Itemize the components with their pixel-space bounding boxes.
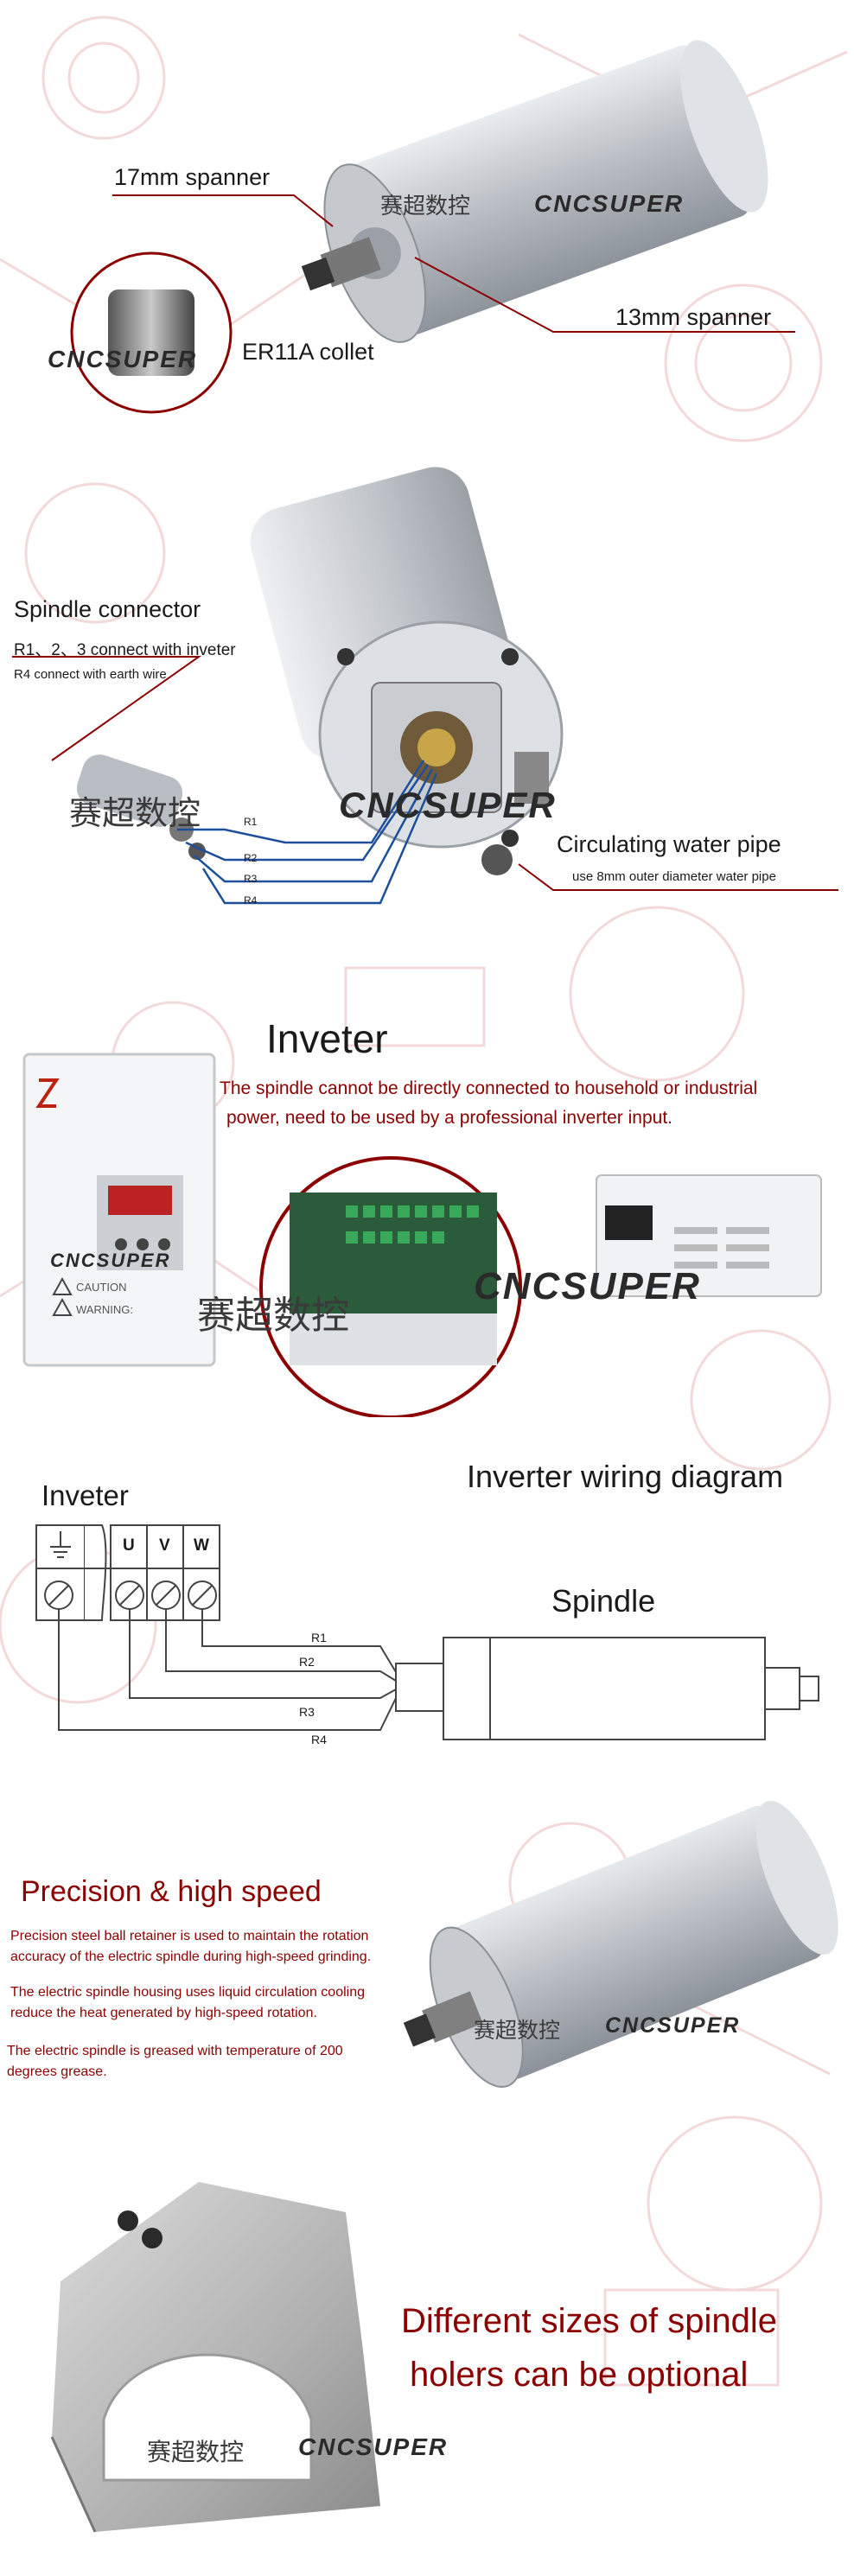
wiring-title: Inverter wiring diagram [467, 1459, 784, 1494]
wiring-spindle-label: Spindle [551, 1583, 656, 1619]
watermark-brand: CNCSUPER [48, 346, 198, 372]
wiring-diagram [35, 1524, 819, 1740]
connector-title: Spindle connector [14, 596, 201, 622]
watermark-brand-zh: 赛超数控 [147, 2438, 245, 2466]
watermark-brand-zh: 赛超数控 [380, 194, 471, 219]
label-17mm-spanner: 17mm spanner [114, 164, 271, 190]
spindle-connector-illustration [12, 467, 838, 905]
collet-image [108, 289, 194, 376]
inverter-title: Inveter [266, 1016, 388, 1061]
watermark-brand: CNCSUPER [534, 190, 685, 217]
watermark-brand-zh: 赛超数控 [197, 1294, 349, 1338]
connector-wires [177, 760, 438, 905]
precision-p3-line1: The electric spindle is greased with tem… [7, 2044, 343, 2058]
inverter-line1: The spindle cannot be directly connected… [220, 1078, 758, 1098]
inverter-unit [22, 1053, 216, 1367]
watermark-brand: CNCSUPER [474, 1265, 701, 1307]
terminal-board [290, 1193, 497, 1365]
terminal-w-label: W [194, 1536, 209, 1555]
watermark-brand: CNCSUPER [298, 2433, 449, 2460]
connector-wire-label: R2 [244, 852, 258, 864]
spindle-parts-illustration [70, 40, 795, 414]
watermark-brand-zh: 赛超数控 [69, 794, 201, 832]
watermark-brand-zh: 赛超数控 [474, 2018, 561, 2043]
precision-p3-line2: degrees grease. [7, 2064, 107, 2079]
holder-line2: holers can be optional [410, 2356, 749, 2394]
label-13mm-spanner: 13mm spanner [615, 304, 772, 330]
water-pipe-title: Circulating water pipe [557, 831, 781, 857]
panel-caution-label: CAUTION [76, 1281, 127, 1294]
inverter-side-unit [596, 1174, 822, 1297]
spindle-body [301, 40, 768, 343]
watermark-brand: CNCSUPER [339, 785, 557, 825]
watermark-brand: CNCSUPER [605, 2013, 741, 2038]
precision-title: Precision & high speed [21, 1875, 322, 1908]
wiring-wire-label: R4 [311, 1733, 327, 1746]
precision-p1-line2: accuracy of the electric spindle during … [10, 1949, 372, 1964]
connector-wire-label: R4 [244, 894, 258, 906]
precision-p2-line2: reduce the heat generated by high-speed … [10, 2006, 317, 2020]
precision-p1-line1: Precision steel ball retainer is used to… [10, 1929, 369, 1943]
terminal-u-label: U [123, 1536, 135, 1555]
terminal-v-label: V [159, 1536, 170, 1555]
precision-p2-line1: The electric spindle housing uses liquid… [10, 1985, 366, 2000]
panel-warning-label: WARNING: [76, 1303, 133, 1316]
spindle-rear-view [250, 467, 564, 875]
connector-line1: R1、2、3 connect with inveter [14, 641, 236, 659]
connector-plug [76, 754, 206, 860]
watermark-brand: CNCSUPER [50, 1250, 171, 1271]
holder-line1: Different sizes of spindle [401, 2302, 778, 2340]
wiring-wire-label: R1 [311, 1631, 327, 1644]
wiring-wire-label: R2 [299, 1655, 315, 1669]
wiring-inverter-label: Inveter [41, 1479, 129, 1511]
inverter-line2: power, need to be used by a professional… [226, 1108, 672, 1128]
connector-line2: R4 connect with earth wire [14, 667, 167, 682]
connector-wire-label: R1 [244, 816, 258, 828]
inverter-illustration [22, 1053, 822, 1417]
water-pipe-note: use 8mm outer diameter water pipe [572, 869, 776, 884]
label-collet: ER11A collet [242, 339, 374, 365]
connector-wire-label: R3 [244, 873, 258, 885]
precision-spindle-illustration [403, 1800, 838, 2089]
wiring-wire-label: R3 [299, 1705, 315, 1719]
